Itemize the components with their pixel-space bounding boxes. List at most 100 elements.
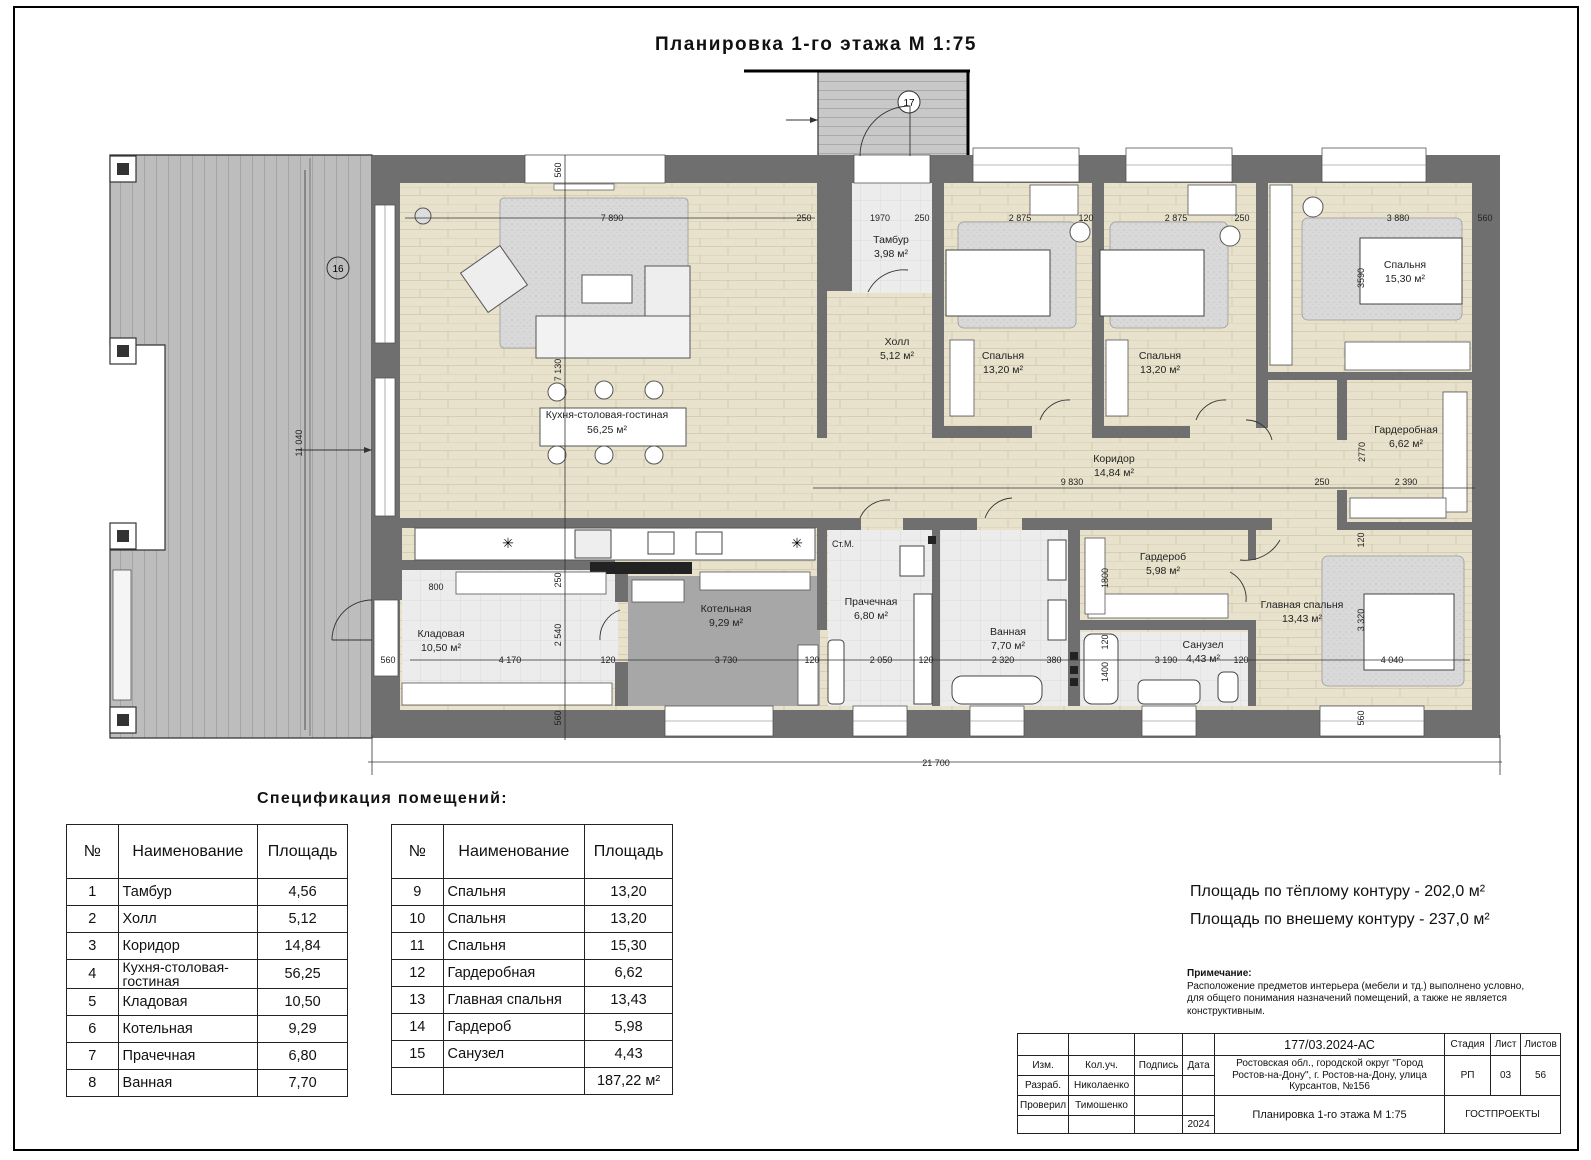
porch-marker: 17 <box>903 98 915 109</box>
room-area: 6,62 м² <box>1389 438 1424 450</box>
svg-text:560: 560 <box>553 162 563 177</box>
svg-text:250: 250 <box>796 213 811 223</box>
svg-text:560: 560 <box>1356 710 1366 725</box>
note-title: Примечание: <box>1187 968 1252 979</box>
outer-contour-area: Площадь по внешему контуру - 237,0 м² <box>1190 911 1490 928</box>
room-area: 10,50 м² <box>421 642 461 654</box>
room-name: Кухня-столовая-гостиная <box>546 409 668 421</box>
title-block: 177/03.2024-АС Стадия Лист Листов Изм.Ко… <box>1016 1033 1562 1134</box>
svg-text:3 320: 3 320 <box>1356 609 1366 632</box>
room-name: Гардероб <box>1140 551 1186 563</box>
svg-text:250: 250 <box>1234 213 1249 223</box>
svg-text:2 390: 2 390 <box>1395 477 1418 487</box>
svg-text:250: 250 <box>914 213 929 223</box>
room-name: Коридор <box>1093 453 1135 465</box>
room-area: 15,30 м² <box>1385 273 1425 285</box>
room-area: 5,98 м² <box>1146 565 1181 577</box>
svg-text:7 130: 7 130 <box>553 359 563 382</box>
room-area: 3,98 м² <box>874 248 909 260</box>
svg-text:120: 120 <box>600 655 615 665</box>
room-area: 9,29 м² <box>709 617 744 629</box>
svg-text:2 540: 2 540 <box>553 624 563 647</box>
terrace-marker: 16 <box>332 264 344 275</box>
drawing-frame <box>13 6 1579 1151</box>
svg-text:120: 120 <box>918 655 933 665</box>
svg-text:3 730: 3 730 <box>715 655 738 665</box>
room-name: Котельная <box>701 603 752 615</box>
room-name: Ст.М. <box>832 539 854 549</box>
room-name: Тамбур <box>873 234 909 246</box>
svg-text:120: 120 <box>804 655 819 665</box>
room-area: 56,25 м² <box>587 424 627 436</box>
svg-text:560: 560 <box>1477 213 1492 223</box>
room-name: Прачечная <box>845 596 898 608</box>
room-name: Главная спальня <box>1261 599 1344 611</box>
svg-text:1970: 1970 <box>870 213 890 223</box>
room-area: 6,80 м² <box>854 610 889 622</box>
svg-text:11 040: 11 040 <box>294 430 304 457</box>
svg-text:2 875: 2 875 <box>1165 213 1188 223</box>
room-name: Спальня <box>982 350 1024 362</box>
table-total-row: 187,22 м² <box>391 1067 673 1095</box>
svg-text:✳: ✳ <box>791 535 803 551</box>
svg-text:560: 560 <box>380 655 395 665</box>
room-area: 13,43 м² <box>1282 613 1322 625</box>
svg-text:2770: 2770 <box>1357 442 1367 462</box>
svg-text:120: 120 <box>1100 634 1110 649</box>
svg-text:21 700: 21 700 <box>922 758 950 768</box>
room-area: 14,84 м² <box>1094 467 1134 479</box>
room-name: Спальня <box>1139 350 1181 362</box>
svg-text:3 190: 3 190 <box>1155 655 1178 665</box>
svg-text:250: 250 <box>1314 477 1329 487</box>
svg-text:2 875: 2 875 <box>1009 213 1032 223</box>
room-area: 13,20 м² <box>1140 364 1180 376</box>
svg-text:800: 800 <box>428 582 443 592</box>
svg-text:560: 560 <box>553 710 563 725</box>
svg-text:1400: 1400 <box>1100 662 1110 682</box>
svg-text:3 880: 3 880 <box>1387 213 1410 223</box>
svg-text:3590: 3590 <box>1356 268 1366 288</box>
svg-text:2 320: 2 320 <box>992 655 1015 665</box>
svg-text:2 050: 2 050 <box>870 655 893 665</box>
svg-text:120: 120 <box>1356 532 1366 547</box>
room-name: Спальня <box>1384 259 1426 271</box>
svg-text:120: 120 <box>1233 655 1248 665</box>
svg-text:380: 380 <box>1046 655 1061 665</box>
svg-text:7 890: 7 890 <box>601 213 624 223</box>
svg-text:4 040: 4 040 <box>1381 655 1404 665</box>
room-area: 4,43 м² <box>1186 653 1221 665</box>
warm-contour-area: Площадь по тёплому контуру - 202,0 м² <box>1190 883 1486 900</box>
svg-text:1800: 1800 <box>1100 568 1110 588</box>
note: Примечание: Расположение предметов интер… <box>1187 968 1537 1018</box>
svg-text:9 830: 9 830 <box>1061 477 1084 487</box>
page-title: Планировка 1-го этажа М 1:75 <box>655 34 977 55</box>
note-text: Расположение предметов интерьера (мебели… <box>1187 980 1525 1017</box>
room-area: 7,70 м² <box>991 640 1026 652</box>
room-name: Ванная <box>990 626 1026 638</box>
spec-title: Спецификация помещений: <box>257 790 508 807</box>
svg-text:4 170: 4 170 <box>499 655 522 665</box>
room-name: Гардеробная <box>1374 424 1438 436</box>
svg-text:250: 250 <box>553 572 563 587</box>
svg-text:✳: ✳ <box>502 535 514 551</box>
svg-text:120: 120 <box>1078 213 1093 223</box>
room-name: Кладовая <box>417 628 464 640</box>
room-area: 13,20 м² <box>983 364 1023 376</box>
